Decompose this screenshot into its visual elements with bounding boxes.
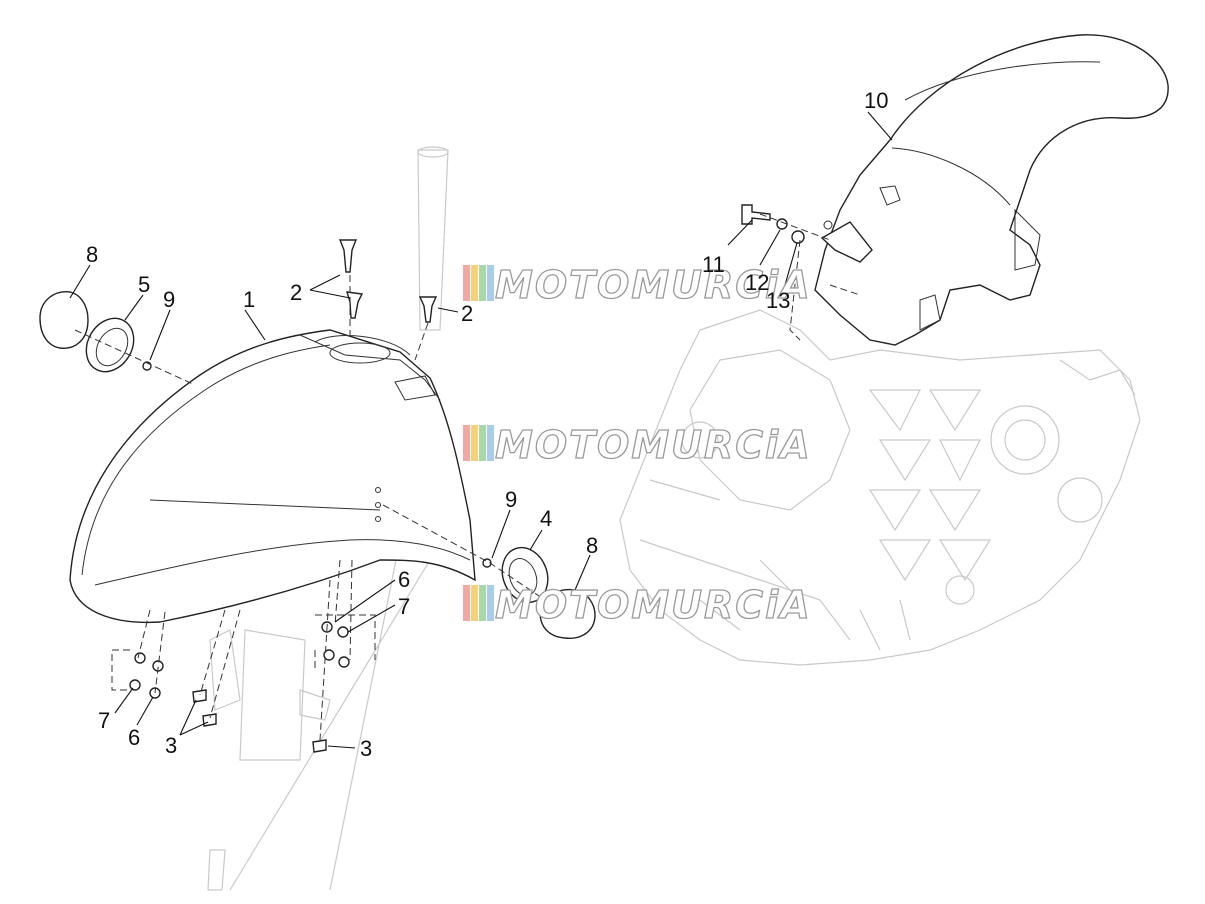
watermark-stripe [471, 425, 478, 461]
callout-2-top: 2 [290, 280, 302, 305]
watermark-stripe [471, 585, 478, 621]
callout-4: 4 [540, 506, 552, 531]
callout-5: 5 [138, 272, 150, 297]
callout-1: 1 [243, 287, 255, 312]
watermark-stripe [463, 265, 470, 301]
callout-8-left: 8 [86, 242, 98, 267]
watermark-text: MOTOMURCiA [495, 583, 812, 627]
watermark-top: MOTOMURCiA [463, 262, 812, 308]
watermark-stripe [487, 265, 494, 301]
watermark-text: MOTOMURCiA [495, 423, 812, 467]
leader-lines [69, 111, 893, 749]
watermark-stripe [463, 425, 470, 461]
watermark-stripe [479, 425, 486, 461]
callout-2-right: 2 [461, 301, 473, 326]
watermark-bottom: MOTOMURCiA [463, 582, 812, 628]
callout-12: 12 [745, 270, 769, 295]
watermark-stripe [479, 585, 486, 621]
callout-7-right: 7 [398, 594, 410, 619]
callout-9-left: 9 [163, 287, 175, 312]
callout-13: 13 [766, 288, 790, 313]
hardware [39, 204, 805, 753]
callout-3-right: 3 [360, 736, 372, 761]
callout-3-left: 3 [165, 733, 177, 758]
watermark-middle: MOTOMURCiA [463, 422, 812, 468]
callout-7-left: 7 [98, 708, 110, 733]
engine-ghost [619, 309, 1141, 666]
callout-6-left: 6 [128, 725, 140, 750]
watermark-stripe [471, 265, 478, 301]
watermark-stripe [487, 585, 494, 621]
watermark-stripe [487, 425, 494, 461]
watermark-text: MOTOMURCiA [495, 263, 812, 307]
front-mudguard [69, 329, 476, 624]
watermark-stripe [479, 265, 486, 301]
callout-6-right: 6 [398, 567, 410, 592]
callout-9-right: 9 [505, 487, 517, 512]
callout-10: 10 [864, 88, 888, 113]
callout-8-right: 8 [586, 533, 598, 558]
assembly-lines [74, 213, 861, 741]
watermark-stripe [463, 585, 470, 621]
callout-11: 11 [702, 252, 725, 277]
rear-hugger [814, 34, 1169, 346]
fork-ghost [207, 146, 449, 891]
callouts: 1 2 2 3 3 4 5 6 6 7 7 8 8 9 9 10 11 12 1… [86, 88, 888, 761]
